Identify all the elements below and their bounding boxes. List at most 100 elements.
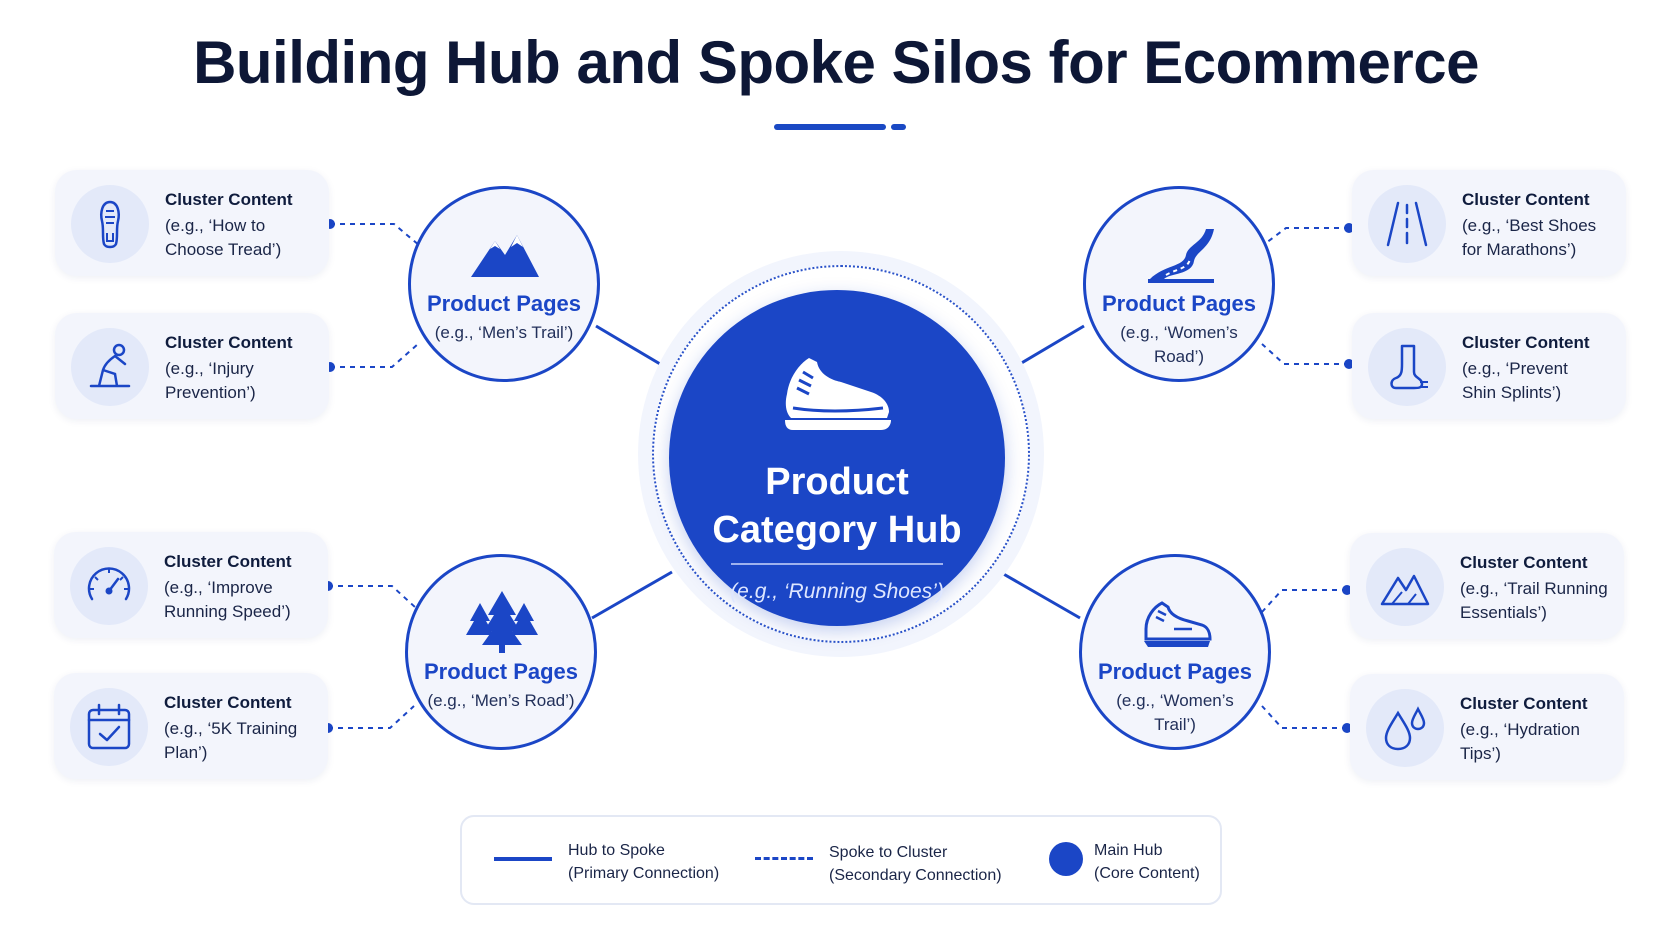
legend-solid-line-swatch (494, 857, 552, 861)
hub-example: (e.g., ‘Running Shoes’) (730, 580, 944, 603)
cluster-link-6 (328, 705, 415, 729)
card-icon-circle (71, 328, 149, 406)
card-example-line-1: (e.g., ‘Best Shoes (1462, 216, 1597, 235)
page-title: Building Hub and Spoke Silos for Ecommer… (193, 29, 1479, 96)
card-example-line-1: (e.g., ‘Trail Running (1460, 579, 1608, 598)
legend-hub-line-1: Main Hub (1094, 842, 1163, 859)
spoke-womens-road: Product Pages (e.g., ‘Women’s Road’) (1083, 186, 1275, 382)
legend-primary-label: Hub to Spoke (Primary Connection) (568, 839, 719, 885)
cluster-card-5k-plan: Cluster Content (e.g., ‘5K Training Plan… (54, 673, 328, 779)
spoke-example-line-1: (e.g., ‘Men’s Trail’) (434, 323, 574, 342)
card-icon-circle (70, 547, 148, 625)
cluster-link-8 (1261, 705, 1347, 729)
card-icon-circle (71, 185, 149, 263)
card-example: (e.g., ‘Improve Running Speed’) (164, 576, 324, 624)
card-title: Cluster Content (164, 552, 292, 571)
spoke-example-line-2: Trail’) (1154, 715, 1196, 734)
title-underline (774, 124, 886, 130)
hub-title-line-2: Category Hub (712, 509, 962, 551)
cluster-card-shin-splints: Cluster Content (e.g., ‘Prevent Shin Spl… (1352, 313, 1626, 419)
cluster-link-1 (330, 223, 421, 247)
card-example: (e.g., ‘Best Shoes for Marathons’) (1462, 214, 1622, 262)
road-icon (1148, 229, 1214, 283)
card-example-line-2: Essentials’) (1460, 603, 1547, 622)
hub-title: Product Category Hub (669, 458, 1005, 554)
spoke-womens-trail: Product Pages (e.g., ‘Women’s Trail’) (1079, 554, 1271, 750)
spoke-example-line-1: (e.g., ‘Men’s Road’) (427, 691, 575, 710)
spoke-title: Product Pages (426, 291, 582, 316)
card-example-line-2: Running Speed’) (164, 602, 291, 621)
shoe-sole-icon (100, 200, 120, 249)
hub-title-line-1: Product (765, 461, 909, 503)
card-title: Cluster Content (1460, 694, 1588, 713)
legend-primary-line-1: Hub to Spoke (568, 842, 665, 859)
spoke-title: Product Pages (1101, 291, 1257, 316)
stretching-person-icon (89, 343, 131, 388)
card-example-line-2: Choose Tread’) (165, 240, 282, 259)
legend-hub-label: Main Hub (Core Content) (1094, 839, 1200, 885)
card-example-line-2: Shin Splints’) (1462, 383, 1562, 402)
card-example-line-1: (e.g., ‘Hydration (1460, 720, 1580, 739)
hub-spoke-line-top-right (1002, 324, 1085, 376)
card-example-line-1: (e.g., ‘Injury (165, 359, 254, 378)
card-title: Cluster Content (1462, 333, 1590, 352)
cluster-card-best-marathon-shoes: Cluster Content (e.g., ‘Best Shoes for M… (1352, 170, 1626, 276)
spoke-example-line-1: (e.g., ‘Women’s (1120, 323, 1238, 342)
cluster-card-injury-prevention: Cluster Content (e.g., ‘Injury Preventio… (55, 313, 329, 419)
hub-spoke-line-top-left (595, 324, 678, 376)
sneaker-icon (1144, 601, 1212, 647)
cluster-link-4 (1261, 343, 1349, 365)
spoke-example-line-2: Road’) (1153, 347, 1205, 366)
spoke-mens-road: Product Pages (e.g., ‘Men’s Road’) (405, 554, 597, 750)
mountains-outline-icon (1380, 574, 1430, 606)
card-example: (e.g., ‘Prevent Shin Splints’) (1462, 357, 1622, 405)
title-underline-dot (891, 124, 906, 130)
card-example: (e.g., ‘Trail Running Essentials’) (1460, 577, 1620, 625)
spoke-example: (e.g., ‘Women’s Road’) (1104, 321, 1254, 369)
card-title: Cluster Content (165, 333, 293, 352)
pine-trees-icon (466, 591, 538, 653)
legend-hub-line-2: (Core Content) (1094, 865, 1200, 882)
spoke-example-line-1: (e.g., ‘Women’s (1116, 691, 1234, 710)
legend-dashed-line-swatch (755, 857, 813, 860)
cluster-link-5 (328, 585, 417, 609)
card-example: (e.g., ‘5K Training Plan’) (164, 717, 324, 765)
card-example-line-1: (e.g., ‘How to (165, 216, 266, 235)
card-example-line-1: (e.g., ‘5K Training (164, 719, 298, 738)
card-icon-circle (1368, 328, 1446, 406)
card-example-line-1: (e.g., ‘Prevent (1462, 359, 1568, 378)
card-title: Cluster Content (1460, 553, 1588, 572)
cluster-link-3 (1261, 227, 1349, 247)
speedometer-icon (87, 567, 131, 601)
cluster-link-2 (330, 343, 419, 368)
card-icon-circle (1366, 548, 1444, 626)
legend-secondary-line-2: (Secondary Connection) (829, 867, 1002, 884)
spoke-title: Product Pages (423, 659, 579, 684)
legend-secondary-label: Spoke to Cluster (Secondary Connection) (829, 841, 1002, 887)
hub-spoke-line-bottom-left (591, 570, 673, 620)
hub-divider (731, 563, 943, 565)
card-title: Cluster Content (165, 190, 293, 209)
spoke-title: Product Pages (1097, 659, 1253, 684)
category-hub: Product Category Hub (e.g., ‘Running Sho… (669, 290, 1005, 626)
card-icon-circle (70, 688, 148, 766)
cluster-card-hydration: Cluster Content (e.g., ‘Hydration Tips’) (1350, 674, 1624, 780)
card-title: Cluster Content (1462, 190, 1590, 209)
legend: Hub to Spoke (Primary Connection) Spoke … (460, 815, 1222, 905)
card-example: (e.g., ‘Injury Prevention’) (165, 357, 325, 405)
spoke-example: (e.g., ‘Men’s Road’) (426, 689, 576, 713)
cluster-card-running-speed: Cluster Content (e.g., ‘Improve Running … (54, 532, 328, 638)
foot-icon (1390, 344, 1428, 390)
cluster-link-7 (1261, 589, 1347, 613)
card-example: (e.g., ‘Hydration Tips’) (1460, 718, 1620, 766)
legend-secondary-line-1: Spoke to Cluster (829, 844, 948, 861)
card-example-line-2: Tips’) (1460, 744, 1501, 763)
card-example-line-2: Plan’) (164, 743, 208, 762)
spoke-example: (e.g., ‘Women’s Trail’) (1100, 689, 1250, 737)
cluster-card-trail-essentials: Cluster Content (e.g., ‘Trail Running Es… (1350, 533, 1624, 639)
road-lanes-icon (1386, 201, 1428, 247)
water-drops-icon (1384, 706, 1426, 751)
card-example: (e.g., ‘How to Choose Tread’) (165, 214, 325, 262)
